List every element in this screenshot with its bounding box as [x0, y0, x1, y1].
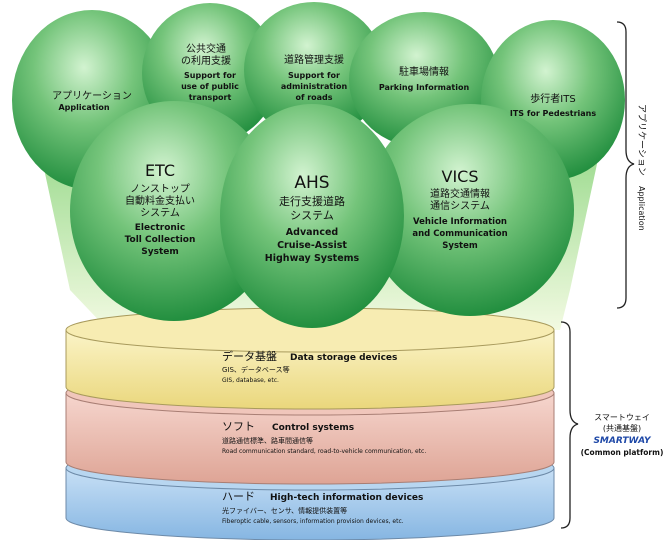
data-sub2: GIS, database, etc.: [222, 377, 279, 384]
data-sub1: GIS、データベース等: [222, 365, 290, 374]
etc-jp1: ノンストップ: [130, 183, 190, 195]
sphere-ahs: [220, 104, 404, 328]
label-vics: VICS 道路交通情報 通信システム Vehicle Information a…: [412, 167, 507, 251]
data-jp: データ基盤: [222, 349, 277, 363]
smartway-jp2: (共通基盤): [603, 423, 641, 433]
hard-sub2: Fiberoptic cable, sensors, information p…: [222, 518, 404, 525]
etc-en3: System: [141, 247, 179, 257]
vics-en2: and Communication: [412, 229, 507, 239]
ahs-en3: Highway Systems: [265, 253, 360, 264]
label-road-admin: 道路管理支援 Support for administration of roa…: [281, 53, 348, 102]
etc-jp2: 自動料金支払い: [125, 194, 195, 207]
ahs-jp1: 走行支援道路: [279, 194, 345, 208]
smartway-logo: SMARTWAY: [593, 436, 652, 446]
label-smartway: スマートウェイ (共通基盤) SMARTWAY (Common platform…: [581, 413, 664, 457]
ahs-jp2: システム: [290, 209, 334, 222]
side-application-en: Application: [637, 186, 646, 231]
sphere-road-admin: [244, 2, 384, 138]
vics-abbr: VICS: [442, 167, 479, 186]
side-application-jp: アプリケーション: [636, 104, 647, 176]
etc-jp3: システム: [140, 207, 180, 219]
pk-en: Parking Information: [379, 83, 470, 92]
vics-en3: System: [442, 241, 478, 251]
pt-en1: Support for: [184, 71, 236, 80]
soft-sub2: Road communication standard, road-to-veh…: [222, 448, 426, 455]
bracket-application: [616, 21, 635, 309]
ped-en: ITS for Pedestrians: [510, 109, 596, 118]
pt-jp2: の利用支援: [181, 54, 231, 67]
label-pedestrians: 歩行者ITS ITS for Pedestrians: [510, 92, 596, 118]
ahs-en2: Cruise-Assist: [277, 240, 347, 251]
pk-jp: 駐車場情報: [399, 65, 449, 78]
app-general-en: Application: [58, 103, 109, 112]
etc-abbr: ETC: [145, 161, 175, 180]
etc-en2: Toll Collection: [125, 235, 196, 245]
pt-jp1: 公共交通: [186, 42, 226, 55]
ahs-abbr: AHS: [294, 173, 329, 193]
label-layer-soft: ソフト Control systems 道路通信標準、路車間通信等 Road c…: [222, 420, 426, 455]
label-public-transport: 公共交通 の利用支援 Support for use of public tra…: [181, 42, 239, 102]
sphere-vics: [366, 104, 574, 316]
pt-en2: use of public: [181, 82, 239, 91]
pt-en3: transport: [189, 93, 232, 102]
label-layer-hard: ハード High-tech information devices 光ファイバー…: [222, 490, 423, 525]
hard-sub1: 光ファイバー、センサ、情報提供装置等: [222, 506, 347, 515]
soft-jp: ソフト: [222, 420, 255, 433]
data-en: Data storage devices: [290, 353, 397, 363]
label-ahs: AHS 走行支援道路 システム Advanced Cruise-Assist H…: [265, 173, 360, 264]
etc-en1: Electronic: [135, 223, 185, 233]
ra-jp: 道路管理支援: [284, 53, 344, 66]
vics-jp2: 通信システム: [430, 200, 490, 212]
vics-en1: Vehicle Information: [413, 217, 507, 227]
hard-jp: ハード: [222, 490, 255, 503]
label-parking: 駐車場情報 Parking Information: [379, 65, 470, 92]
label-application-side: アプリケーション Application: [636, 104, 647, 231]
smartway-en: (Common platform): [581, 448, 664, 457]
soft-sub1: 道路通信標準、路車間通信等: [222, 436, 313, 445]
sphere-etc: [70, 101, 278, 321]
label-application: アプリケーション Application: [52, 90, 132, 112]
hard-en: High-tech information devices: [270, 493, 423, 503]
app-general-jp: アプリケーション: [52, 90, 132, 102]
ped-jp: 歩行者ITS: [530, 92, 575, 105]
label-etc: ETC ノンストップ 自動料金支払い システム Electronic Toll …: [125, 161, 196, 257]
ra-en2: administration: [281, 82, 348, 91]
smartway-jp1: スマートウェイ: [594, 413, 650, 422]
ra-en1: Support for: [288, 71, 340, 80]
bracket-smartway: [560, 321, 579, 529]
ahs-en1: Advanced: [286, 227, 338, 238]
vics-jp1: 道路交通情報: [430, 187, 490, 200]
ra-en3: of roads: [295, 93, 332, 102]
label-layer-data: データ基盤 Data storage devices GIS、データベース等 G…: [222, 349, 397, 384]
soft-en: Control systems: [272, 423, 354, 433]
